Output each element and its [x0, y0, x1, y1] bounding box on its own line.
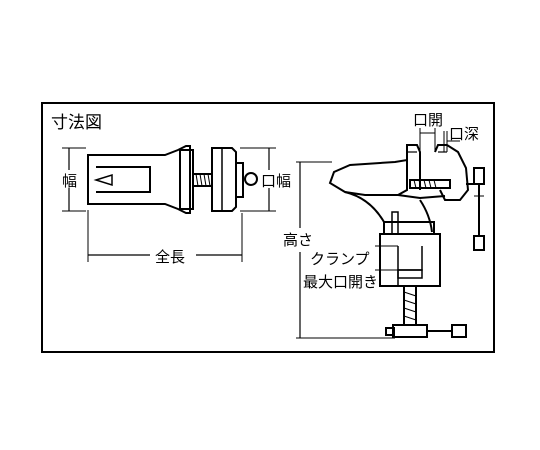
diagram-frame	[41, 102, 495, 353]
height-label: 高さ	[283, 231, 313, 249]
vise-top-view	[62, 145, 276, 262]
jaw-width-label: 口幅	[261, 172, 291, 190]
width-label: 幅	[62, 172, 77, 190]
jaw-depth-label: 口深	[449, 125, 479, 143]
clamp-label-line1: クランプ	[310, 250, 370, 268]
diagram-title: 寸法図	[51, 113, 102, 133]
jaw-opening-label: 口開	[413, 111, 443, 129]
total-length-label: 全長	[155, 248, 185, 266]
clamp-label-line2: 最大口開き	[303, 273, 378, 291]
vise-side-view	[296, 128, 485, 339]
